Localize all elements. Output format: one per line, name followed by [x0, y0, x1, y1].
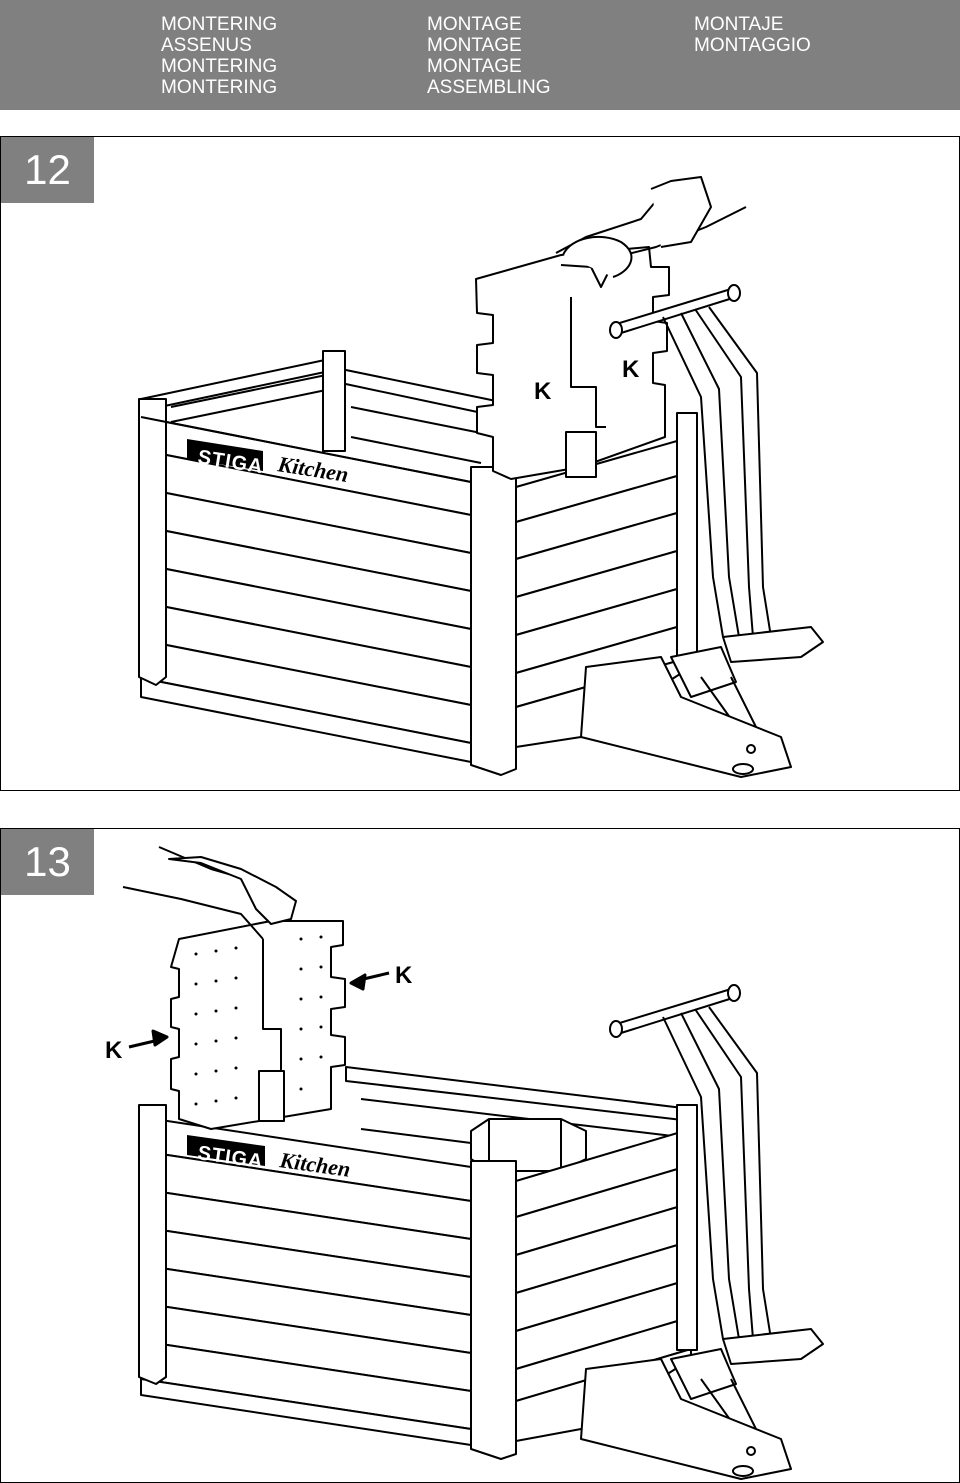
step-number: 13 [1, 829, 94, 895]
header-text: MONTAJE [694, 14, 784, 35]
label-k: K [534, 378, 552, 405]
step-13-panel: 13 [0, 828, 960, 1483]
header-text: MONTERING [161, 14, 278, 35]
back-board [140, 356, 340, 412]
header-text: MONTAGE [427, 35, 522, 56]
header-text: ASSENUS [161, 35, 252, 56]
step-number: 12 [1, 137, 94, 203]
wall-panel [475, 246, 670, 480]
corner-post-left [138, 1104, 167, 1385]
step-12-panel: 12 [0, 136, 960, 791]
header-text: MONTERING [161, 56, 278, 77]
arrow-left [349, 971, 390, 991]
header-text: MONTERING [161, 77, 278, 98]
header-text: MONTAGE [427, 56, 522, 77]
header-text: MONTAGE [427, 14, 522, 35]
tool [580, 284, 824, 778]
header-column-3: MONTAJE MONTAGGIO [694, 14, 811, 56]
corner-post-front [470, 466, 517, 776]
header-text: ASSEMBLING [427, 77, 551, 98]
step-13-illustration: STIGA Kitchen K K [105, 846, 824, 1480]
wall-panel [170, 920, 346, 1130]
panel-holes [194, 935, 323, 1106]
step-12-illustration: STIGA Kitchen K K [138, 176, 824, 778]
header-text: MONTAGGIO [694, 35, 811, 56]
front-wall [140, 416, 472, 763]
side-wall [515, 436, 692, 748]
arrow-right [128, 1029, 169, 1049]
page-header: MONTERING ASSENUS MONTERING MONTERING MO… [0, 0, 960, 110]
tool [580, 984, 824, 1480]
label-k: K [622, 356, 640, 383]
corner-post-left [138, 398, 167, 686]
corner-post-front [470, 1160, 517, 1460]
label-k: K [395, 962, 413, 989]
header-column-1: MONTERING ASSENUS MONTERING MONTERING [161, 14, 277, 98]
header-column-2: MONTAGE MONTAGE MONTAGE ASSEMBLING [427, 14, 551, 98]
label-k: K [105, 1037, 123, 1064]
front-wall [140, 1116, 472, 1446]
